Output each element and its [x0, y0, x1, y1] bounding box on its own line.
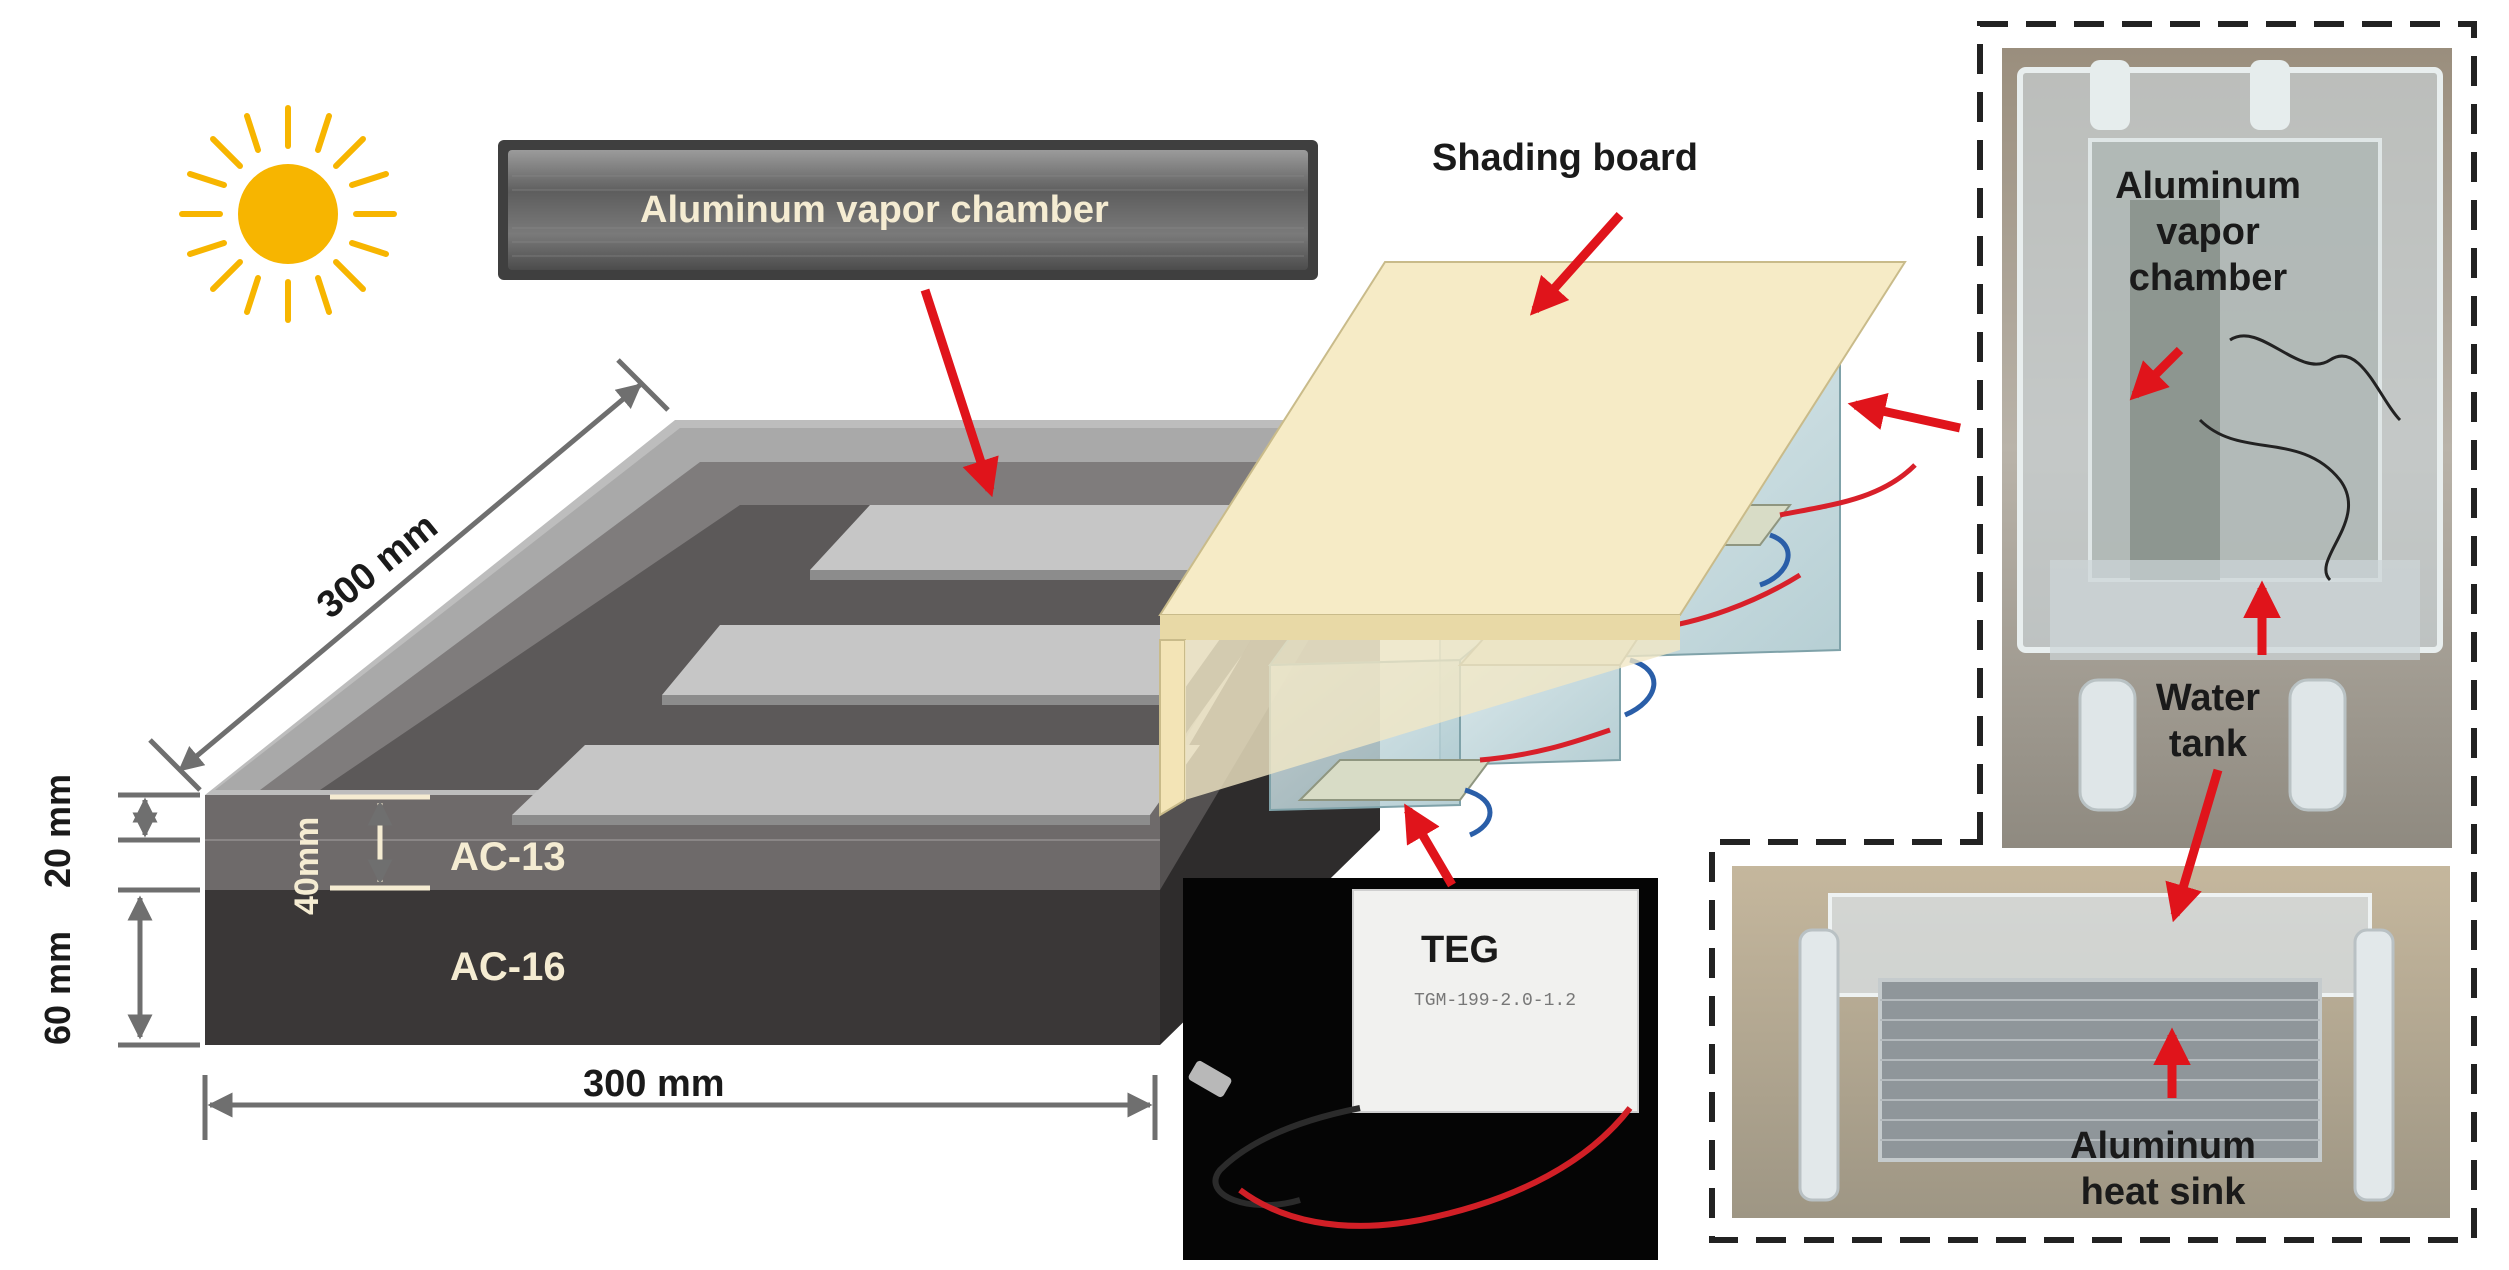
shading-board [1158, 261, 1907, 817]
svg-text:tank: tank [2169, 723, 2248, 765]
dim-300-bottom: 300 mm [583, 1063, 725, 1105]
svg-text:vapor: vapor [2156, 211, 2260, 253]
tank-photo [2002, 48, 2452, 848]
teg-model: TGM-199-2.0-1.2 [1414, 991, 1576, 1011]
ac16-layer [205, 890, 1160, 1045]
photo-label-vapor-chamber: Aluminum vapor chamber [2115, 165, 2301, 299]
svg-text:heat sink: heat sink [2081, 1171, 2247, 1213]
dim-40: 40mm [288, 817, 326, 915]
photo-label-heat-sink: Aluminum heat sink [2070, 1125, 2256, 1213]
photo-inset-frame [1709, 21, 2477, 1243]
shading-board-label: Shading board [1432, 137, 1698, 179]
teg-label: TEG [1421, 929, 1499, 971]
dimension-40mm [330, 794, 430, 891]
dim-60: 60 mm [37, 931, 78, 1045]
vapor-chamber-photo: Aluminum vapor chamber [498, 140, 1318, 280]
dimension-lines [118, 358, 1158, 1140]
photo-label-water-tank: Water tank [2156, 677, 2260, 765]
ac13-label: AC-13 [450, 835, 566, 879]
svg-text:Water: Water [2156, 677, 2260, 719]
heat-sink-photo [1732, 866, 2450, 1218]
vapor-chamber-label: Aluminum vapor chamber [640, 189, 1109, 231]
red-arrow-icon [920, 211, 2281, 1098]
ac16-label: AC-16 [450, 945, 566, 989]
vapor-chamber-plates [512, 505, 1240, 825]
teg-photo: TEG TGM-199-2.0-1.2 [1183, 878, 1658, 1260]
svg-text:Aluminum: Aluminum [2115, 165, 2301, 207]
sun-icon [179, 105, 397, 323]
svg-text:chamber: chamber [2129, 257, 2288, 299]
dim-20: 20 mm [37, 774, 78, 888]
svg-text:Aluminum: Aluminum [2070, 1125, 2256, 1167]
